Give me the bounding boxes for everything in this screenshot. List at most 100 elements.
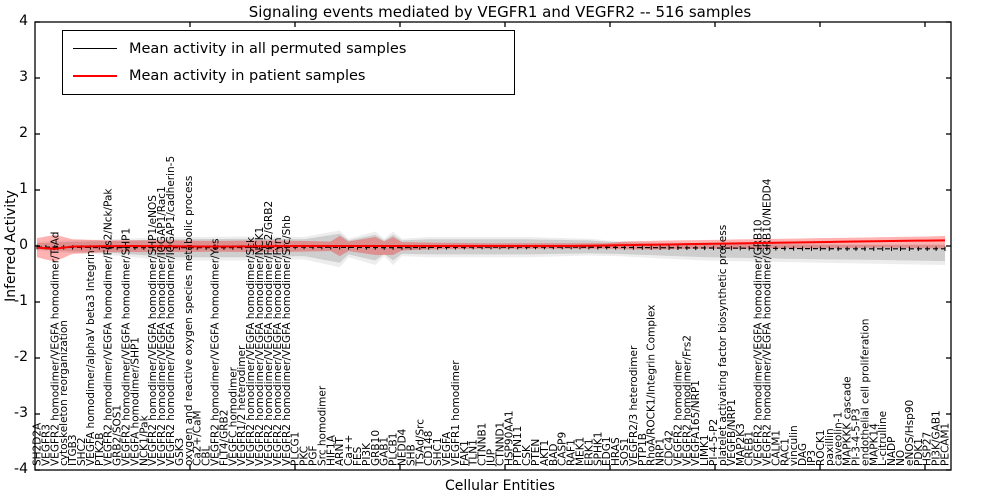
x-tick-label: PTP1B: [637, 433, 649, 466]
x-tick-label: SHC2: [76, 437, 88, 466]
x-tick-label: SHC1: [432, 437, 444, 466]
x-tick-label: SOS1: [619, 438, 631, 466]
legend-line-sample-red: [73, 75, 117, 78]
x-tick-label: caveolin-1: [833, 412, 845, 466]
x-tick-label: NEDD4: [396, 428, 408, 466]
x-tick-label: RhoA/ROCK1/Integrin Complex: [646, 305, 658, 466]
x-tick-label: eNOS/Hsp90: [904, 400, 916, 466]
x-tick-label: FLT4/GRB2: [218, 410, 230, 466]
x-tick-label: VEGFR1 homodimer: [450, 360, 462, 466]
x-tick-label: ITGB3: [67, 434, 79, 466]
legend-line-sample-black: [73, 48, 117, 50]
x-tick-label: BAD: [548, 444, 560, 466]
x-tick-label: VEGFR2 homodimer/VEGFA homodimer/Sck: [245, 236, 257, 466]
x-tick-label: HRAS: [610, 437, 622, 466]
x-tick-label: RAF1: [566, 439, 578, 466]
x-tick-label: Ca2+/CaM: [192, 410, 204, 466]
x-tick-label: VEGFR2 homodimer/VEGFA homodimer/GRB10: [753, 219, 765, 466]
x-tick-label: MAPKKK cascade: [842, 376, 854, 466]
x-tick-label: CREB1: [744, 431, 756, 466]
x-tick-label: HSP90AA1: [503, 410, 515, 466]
x-tick-label: VEGFR2 homodimer/VEGFA homodimer/SHP1: [121, 228, 133, 466]
x-tick-label: PLCG1: [290, 432, 302, 466]
y-tick-label: -4: [14, 461, 28, 477]
x-tick-label: L-citrulline: [877, 411, 889, 466]
x-tick-label: vinculin: [788, 425, 800, 466]
x-tick-label: VEGFA homodimer/SHP1: [129, 337, 141, 466]
x-tick-label: VEGFR2 homodimer/VEGFA homodimer/Fyn: [272, 237, 284, 466]
x-tick-label: GRB10: [370, 430, 382, 466]
x-tick-label: FAK1: [459, 440, 471, 466]
x-tick-label: MAP2K3: [735, 423, 747, 466]
x-tick-label: PTPN11: [512, 426, 524, 466]
x-tick-label: VEGFR1/2 heterodimer: [236, 345, 248, 466]
x-tick-label: paxillin: [824, 428, 836, 466]
x-tick-label: GAB1: [379, 437, 391, 466]
x-axis-label: Cellular Entities: [444, 478, 556, 494]
y-tick-label: -2: [14, 349, 28, 365]
x-tick-label: IP3: [806, 450, 818, 466]
x-tick-label: ERK1: [583, 439, 595, 467]
x-tick-label: PDK1: [913, 438, 925, 466]
x-tick-label: VEGFA homodimer/alphaV beta3 Integrin: [85, 250, 97, 466]
x-tick-label: SPHK1: [592, 432, 604, 466]
x-tick-label: PECAM1: [940, 423, 952, 466]
x-tick-label: VEGFR2 homodimer/VEGFA homodimer/Frs2/Nc…: [103, 188, 115, 466]
x-tick-label: GSK3: [174, 438, 186, 466]
x-tick-label: VEGFC homodimer: [227, 366, 239, 466]
x-tick-label: CTNND1: [494, 422, 506, 466]
x-tick-label: PKC: [299, 446, 311, 466]
x-tick-label: RAC1: [779, 438, 791, 466]
x-tick-label: CALM1: [770, 430, 782, 466]
x-tick-label: HIF1A: [325, 434, 337, 466]
legend-label: Mean activity in all permuted samples: [129, 40, 407, 57]
x-tick-label: ROCK1: [815, 430, 827, 466]
x-tick-label: CTNNB1: [477, 423, 489, 466]
chart-title: Signaling events mediated by VEGFR1 and …: [248, 3, 752, 21]
x-tick-label: PTEN: [530, 439, 542, 466]
x-tick-label: LIMK1: [699, 434, 711, 466]
x-tick-label: PGF: [307, 445, 319, 466]
x-tick-label: NADP: [886, 437, 898, 466]
x-tick-label: VEGFR2 homodimer/VEGFA homodimer/IQGAP1/…: [156, 186, 168, 466]
y-tick-label: 0: [19, 237, 28, 253]
x-tick-label: HSP27: [922, 432, 934, 466]
x-tick-label: VEGFA: [441, 431, 453, 466]
legend-item-permuted: Mean activity in all permuted samples: [63, 36, 514, 62]
x-tick-label: platelet activating factor biosynthetic …: [717, 225, 729, 466]
x-tick-label: VEGFR2 homodimer/VEGFA homodimer/Yes: [210, 238, 222, 466]
x-tick-label: VEGFR2 homodimer/VEGFA homodimer/IQGAP1/…: [165, 156, 177, 466]
x-tick-label: NCK1/Pak: [138, 414, 150, 466]
x-tick-label: VEGFR3: [40, 424, 52, 466]
x-tick-label: TLN1: [468, 439, 480, 467]
legend-label: Mean activity in patient samples: [129, 68, 366, 85]
x-tick-label: NO: [895, 450, 907, 466]
x-tick-label: PLCB1: [388, 433, 400, 466]
x-tick-label: JUP: [486, 449, 498, 467]
x-tick-label: VEGFR2/3 heterodimer: [628, 345, 640, 466]
x-tick-label: AKT1: [539, 440, 551, 466]
x-tick-label: PTK2B: [94, 432, 106, 466]
x-tick-label: NRP1: [655, 438, 667, 466]
x-tick-label: VEGFR2 homodimer/VEGFA homodimer/TsAd: [49, 232, 61, 466]
y-tick-label: 3: [19, 69, 28, 85]
x-tick-label: FES: [352, 446, 364, 466]
x-tick-label: PI-3-4-5-P3: [850, 408, 862, 466]
legend-box: Mean activity in all permuted samples Me…: [62, 30, 515, 95]
x-tick-label: CASP9: [557, 432, 569, 466]
x-tick-label: VEGFR2 homodimer/VEGFA homodimer/Src/Shb: [281, 215, 293, 466]
patient-mean-line: [36, 239, 946, 250]
x-tick-label: VEGFA165/NRP1: [690, 380, 702, 466]
legend-item-patient: Mean activity in patient samples: [63, 63, 514, 89]
x-tick-label: VEGFR2 homodimer/VEGFA homodimer/GRB10/N…: [761, 178, 773, 466]
x-tick-label: MEK1: [575, 437, 587, 466]
x-tick-label: CD148: [423, 431, 435, 466]
y-tick-label: 2: [19, 125, 28, 141]
x-tick-label: CSK: [521, 444, 533, 466]
y-tick-label: 4: [19, 13, 28, 29]
x-tick-label: VEGFR2 homodimer/VEGFA homodimer/Frs2/GR…: [263, 201, 275, 466]
x-tick-label: DAG: [797, 443, 809, 466]
x-tick-label: SHB: [405, 444, 417, 466]
